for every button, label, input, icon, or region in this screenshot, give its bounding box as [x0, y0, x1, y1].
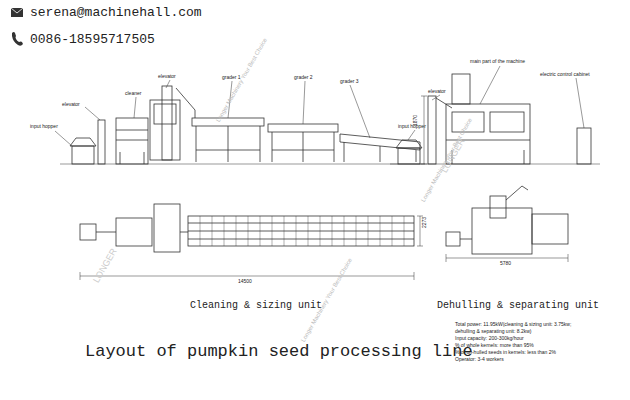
diagram-title: Layout of pumpkin seed processing line — [85, 343, 473, 362]
part-label: input hopper — [398, 124, 426, 130]
part-label: cleaner — [125, 91, 141, 97]
spec-note: dehulling & separating unit: 8.2kw) — [455, 329, 531, 335]
phone-number: 0086-18595717505 — [30, 33, 155, 47]
spec-note: Input capacity: 200-300kg/hour — [455, 336, 524, 342]
dimension: 2273 — [422, 217, 428, 228]
spec-note: % of un-hulled seeds in kernels: less th… — [455, 350, 556, 356]
part-label: electric control cabinet — [540, 72, 590, 78]
spec-note: Operator: 3-4 workers — [455, 357, 504, 363]
watermark: Longer Machinery Your Best Choice — [215, 37, 269, 123]
dimension: 5780 — [500, 261, 511, 267]
watermark: LONGER — [92, 247, 120, 285]
part-label: grader 2 — [294, 75, 313, 81]
part-label: grader 3 — [340, 79, 359, 85]
part-label: input hopper — [30, 124, 58, 130]
part-label: elevator — [428, 89, 446, 95]
unit-label: Cleaning & sizing unit — [190, 300, 322, 311]
dimension: 1870 — [413, 115, 419, 126]
part-label: elevator — [62, 102, 80, 108]
spec-note: Total power: 11.95kW(cleaning & sizing u… — [455, 322, 571, 328]
email: serena@machinehall.com — [30, 6, 202, 20]
unit-label: Dehulling & separating unit — [437, 300, 599, 311]
part-label: grader 1 — [222, 75, 241, 81]
dimension: 14500 — [238, 279, 252, 285]
part-label: main part of the machine — [470, 59, 525, 65]
spec-note: % of whole kernels: more than 95% — [455, 343, 534, 349]
part-label: elevator — [158, 74, 176, 80]
